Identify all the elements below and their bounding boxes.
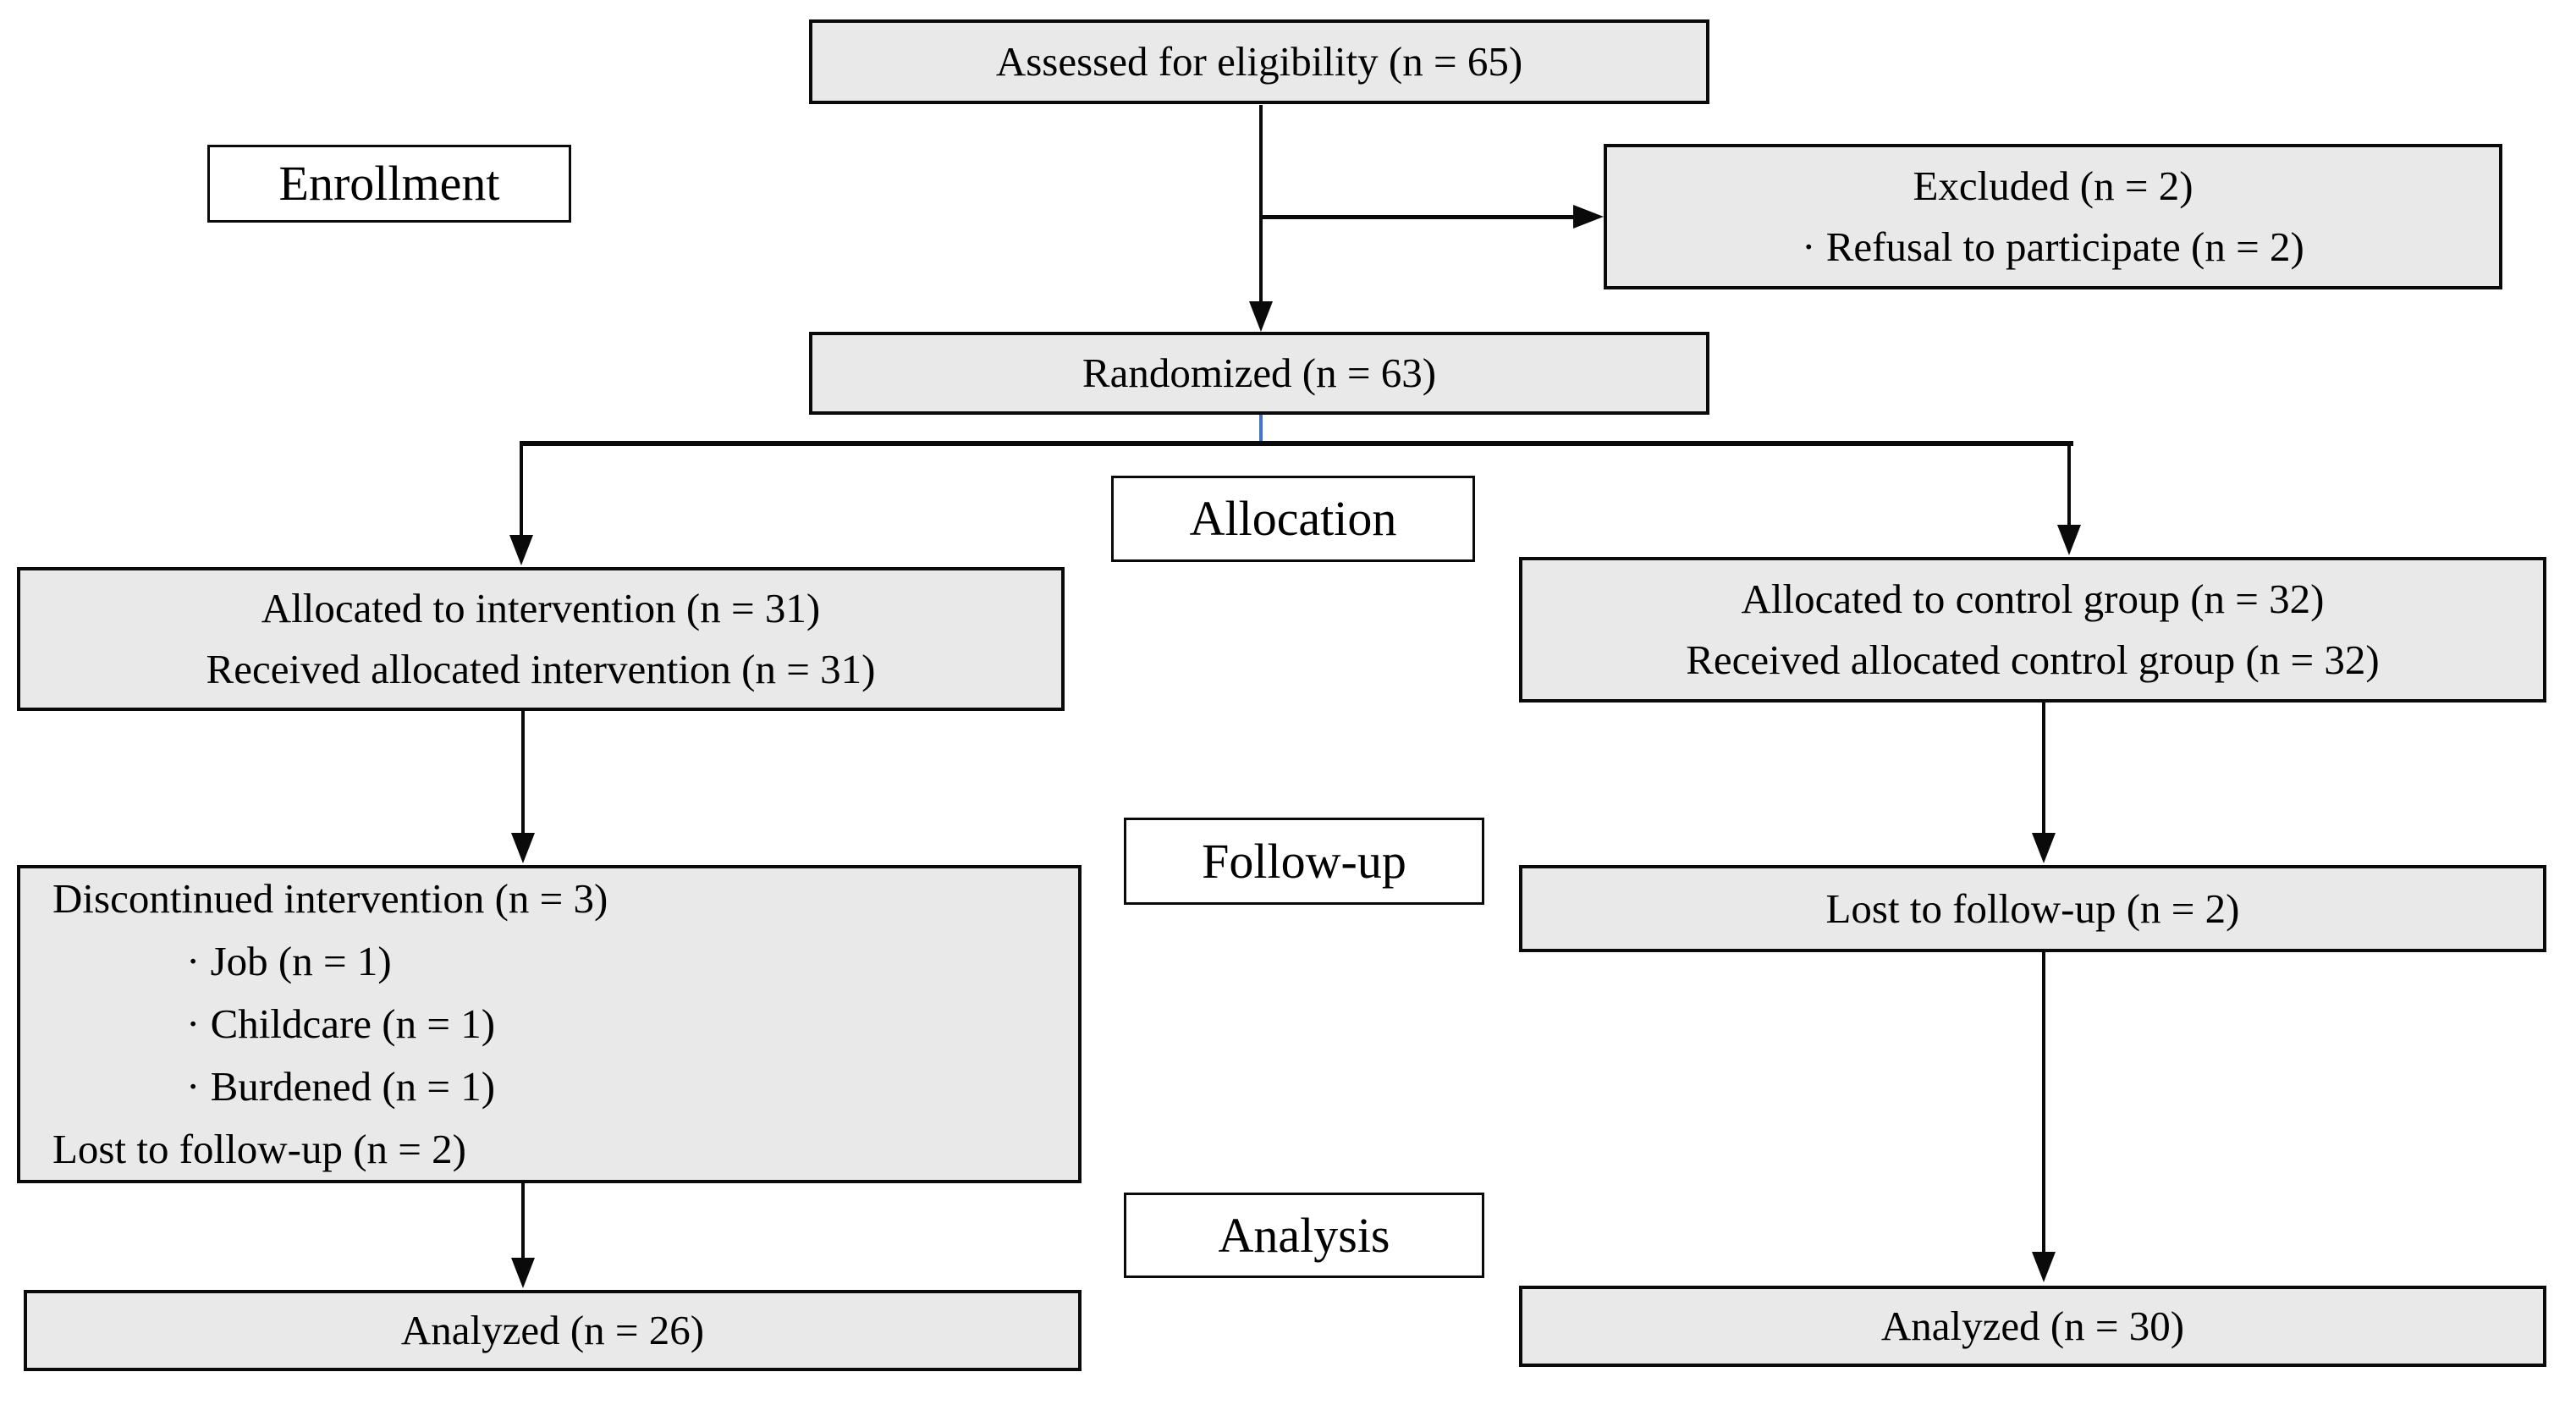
stage-label-enrollment: Enrollment: [207, 145, 571, 223]
enrollment-label-text: Enrollment: [278, 156, 500, 211]
arrowhead-into-analyzed-control: [2032, 1252, 2056, 1282]
discontinued-intervention-text: Discontinued intervention (n = 3): [52, 875, 608, 922]
allocated-control-box: Allocated to control group (n = 32) Rece…: [1519, 557, 2546, 702]
allocation-branch-line: [520, 441, 2073, 446]
connector-assessed-to-randomized: [1259, 105, 1263, 305]
arrowhead-into-analyzed-intervention: [511, 1258, 535, 1288]
lost-to-followup-control-box: Lost to follow-up (n = 2): [1519, 865, 2546, 952]
stage-label-allocation: Allocation: [1111, 476, 1475, 562]
analyzed-intervention-box: Analyzed (n = 26): [24, 1290, 1082, 1371]
connector-intervention-to-followup: [521, 711, 525, 835]
arrowhead-into-randomized: [1249, 301, 1273, 332]
analyzed-control-text: Analyzed (n = 30): [1880, 1303, 2185, 1349]
discontinued-reason-burdened-text: · Burdened (n = 1): [186, 1063, 496, 1110]
discontinued-intervention-box: Discontinued intervention (n = 3) · Job …: [17, 865, 1082, 1183]
lost-to-followup-control-text: Lost to follow-up (n = 2): [1825, 884, 2240, 932]
excluded-box: Excluded (n = 2) · Refusal to participat…: [1604, 144, 2502, 289]
connector-followup-to-analyzed-control: [2042, 952, 2045, 1253]
analyzed-intervention-text: Analyzed (n = 26): [400, 1307, 705, 1353]
stage-label-analysis: Analysis: [1124, 1193, 1484, 1278]
lost-to-followup-intervention-text: Lost to follow-up (n = 2): [52, 1126, 466, 1172]
connector-followup-to-analyzed-intervention: [521, 1183, 525, 1259]
stage-label-followup: Follow-up: [1124, 818, 1484, 905]
assessed-eligibility-text: Assessed for eligibility (n = 65): [995, 38, 1523, 85]
excluded-reason-text: · Refusal to participate (n = 2): [1802, 223, 2304, 270]
assessed-eligibility-box: Assessed for eligibility (n = 65): [809, 19, 1709, 104]
randomized-box: Randomized (n = 63): [809, 332, 1709, 415]
arrowhead-into-lost-to-followup: [2032, 833, 2056, 863]
connector-branch-to-intervention: [520, 441, 523, 537]
followup-label-text: Follow-up: [1202, 833, 1406, 889]
arrowhead-into-discontinued: [511, 833, 535, 863]
randomized-text: Randomized (n = 63): [1082, 350, 1437, 396]
excluded-text: Excluded (n = 2): [1913, 163, 2193, 209]
received-control-text: Received allocated control group (n = 32…: [1686, 636, 2380, 683]
allocated-intervention-text: Allocated to intervention (n = 31): [261, 585, 821, 631]
connector-control-to-followup: [2042, 702, 2045, 835]
discontinued-reason-childcare-text: · Childcare (n = 1): [186, 1000, 496, 1047]
arrowhead-into-allocated-intervention: [509, 535, 533, 565]
received-intervention-text: Received allocated intervention (n = 31): [206, 646, 876, 692]
connector-to-excluded: [1261, 215, 1573, 219]
allocated-control-text: Allocated to control group (n = 32): [1741, 576, 2325, 622]
discontinued-reason-job-text: · Job (n = 1): [186, 938, 392, 984]
allocation-label-text: Allocation: [1189, 491, 1397, 546]
analysis-label-text: Analysis: [1218, 1207, 1390, 1263]
arrowhead-into-excluded: [1573, 205, 1604, 229]
connector-branch-to-control: [2067, 441, 2071, 526]
connector-randomized-to-branch-blue: [1259, 415, 1263, 443]
arrowhead-into-allocated-control: [2057, 525, 2081, 555]
allocated-intervention-box: Allocated to intervention (n = 31) Recei…: [17, 567, 1065, 711]
analyzed-control-box: Analyzed (n = 30): [1519, 1286, 2546, 1367]
